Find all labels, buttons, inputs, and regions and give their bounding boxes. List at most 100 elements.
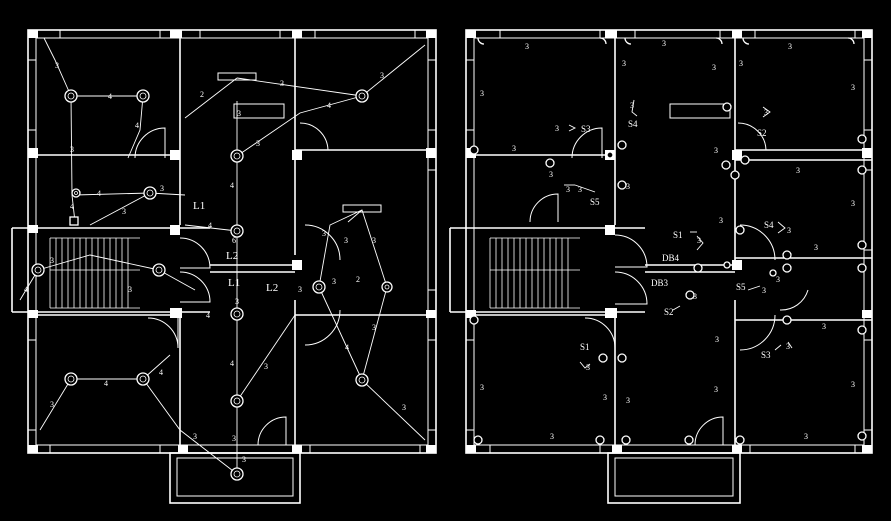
switch-symbols-right bbox=[564, 99, 793, 369]
wire-count: 3 bbox=[242, 455, 246, 464]
tag-S4-a: S4 bbox=[628, 119, 638, 129]
wire-count: 4 bbox=[230, 181, 234, 190]
wire-count: 4 bbox=[70, 202, 74, 211]
left-plan: L1 L2 L1 L2 3 4 4 3 2 3 3 4 3 3 4 4 3 3 … bbox=[11, 29, 437, 504]
wire-count: 3 bbox=[814, 243, 818, 252]
tag-L2-b: L2 bbox=[266, 282, 278, 294]
wire-count: 3 bbox=[160, 184, 164, 193]
wire-count: 3 bbox=[232, 434, 236, 443]
wire-count: 3 bbox=[715, 335, 719, 344]
wire-count: 3 bbox=[693, 292, 697, 301]
wire-count: 3 bbox=[787, 226, 791, 235]
tag-S3-a: S3 bbox=[581, 124, 591, 134]
wire-count: 4 bbox=[135, 121, 139, 130]
wire-count: 3 bbox=[739, 59, 743, 68]
wire-count: 3 bbox=[762, 286, 766, 295]
wire-count: 3 bbox=[851, 199, 855, 208]
right-plan: 3 3 3 3 3 3 3 3 3 3 3 3 3 3 3 3 3 3 3 3 … bbox=[449, 29, 873, 504]
wire-count: 3 bbox=[480, 383, 484, 392]
wire-count: 2 bbox=[356, 275, 360, 284]
wire-count: 3 bbox=[712, 63, 716, 72]
wire-count: 3 bbox=[332, 277, 336, 286]
wire-count: 3 bbox=[525, 42, 529, 51]
sockets-right bbox=[469, 37, 867, 445]
stairs-left bbox=[49, 237, 140, 309]
tag-L1-b: L1 bbox=[228, 277, 240, 289]
wire-count: 3 bbox=[788, 42, 792, 51]
wire-count: 3 bbox=[822, 322, 826, 331]
wire-count: 3 bbox=[50, 400, 54, 409]
wire-count: 3 bbox=[298, 285, 302, 294]
wire-count: 3 bbox=[566, 185, 570, 194]
tag-L2-a: L2 bbox=[226, 250, 238, 262]
wire-count: 3 bbox=[402, 403, 406, 412]
wire-count: 4 bbox=[345, 343, 349, 352]
wiring-left bbox=[19, 37, 426, 475]
wire-count: 3 bbox=[280, 79, 284, 88]
wire-count: 3 bbox=[264, 362, 268, 371]
wire-count: 3 bbox=[555, 124, 559, 133]
wire-count: 3 bbox=[372, 236, 376, 245]
wire-count: 3 bbox=[70, 145, 74, 154]
wire-count: 4 bbox=[108, 92, 112, 101]
wire-count: 3 bbox=[122, 207, 126, 216]
tag-S4-b: S4 bbox=[764, 220, 774, 230]
wire-count: 3 bbox=[697, 236, 701, 245]
wire-count: 3 bbox=[786, 342, 790, 351]
wire-count: 3 bbox=[549, 170, 553, 179]
wire-count: 3 bbox=[55, 61, 59, 70]
wire-count: 3 bbox=[662, 39, 666, 48]
tag-DB4: DB4 bbox=[662, 253, 680, 263]
wire-count: 3 bbox=[235, 297, 239, 306]
tag-S5-b: S5 bbox=[736, 282, 746, 292]
tag-S2-a: S2 bbox=[757, 128, 767, 138]
wire-count: 3 bbox=[804, 432, 808, 441]
wire-count: 3 bbox=[380, 71, 384, 80]
wire-count: 3 bbox=[256, 139, 260, 148]
wire-count: 3 bbox=[851, 380, 855, 389]
wire-count: 4 bbox=[230, 359, 234, 368]
wire-count: 3 bbox=[714, 146, 718, 155]
tag-DB3: DB3 bbox=[651, 278, 669, 288]
wire-count: 4 bbox=[159, 368, 163, 377]
wire-count: 3 bbox=[714, 385, 718, 394]
wire-count: 3 bbox=[344, 236, 348, 245]
wire-count: 3 bbox=[193, 432, 197, 441]
wire-count: 3 bbox=[626, 182, 630, 191]
wire-count: 3 bbox=[603, 393, 607, 402]
wire-count: 3 bbox=[776, 275, 780, 284]
wire-count: 3 bbox=[322, 229, 326, 238]
wire-count: 3 bbox=[50, 256, 54, 265]
wire-count: 4 bbox=[104, 379, 108, 388]
wire-count: 3 bbox=[480, 89, 484, 98]
wire-count: 3 bbox=[578, 185, 582, 194]
wire-count: 3 bbox=[512, 144, 516, 153]
wire-count: 3 bbox=[719, 216, 723, 225]
wire-count: 3 bbox=[372, 323, 376, 332]
wire-count: 3 bbox=[630, 101, 634, 110]
wire-count: 4 bbox=[97, 189, 101, 198]
wire-count: 6 bbox=[232, 236, 236, 245]
light-fixtures-left bbox=[31, 89, 393, 481]
wire-count: 3 bbox=[586, 363, 590, 372]
tag-S5-a: S5 bbox=[590, 197, 600, 207]
wire-count: 2 bbox=[200, 90, 204, 99]
stairs-right bbox=[489, 237, 580, 309]
tag-S2-b: S2 bbox=[664, 307, 674, 317]
wire-count: 4 bbox=[327, 101, 331, 110]
wire-count: 4 bbox=[208, 221, 212, 230]
tag-S3-b: S3 bbox=[761, 350, 771, 360]
wire-count: 3 bbox=[128, 285, 132, 294]
tag-S1-a: S1 bbox=[673, 230, 683, 240]
wire-count: 3 bbox=[764, 108, 768, 117]
wire-count: 3 bbox=[796, 166, 800, 175]
tag-L1-a: L1 bbox=[193, 200, 205, 212]
wire-count: 3 bbox=[622, 59, 626, 68]
wire-count: 3 bbox=[550, 432, 554, 441]
wire-count: 3 bbox=[851, 83, 855, 92]
wire-count: 3 bbox=[626, 396, 630, 405]
wire-count: 3 bbox=[237, 109, 241, 118]
wire-count: 4 bbox=[24, 285, 28, 294]
tag-S1-b: S1 bbox=[580, 342, 590, 352]
